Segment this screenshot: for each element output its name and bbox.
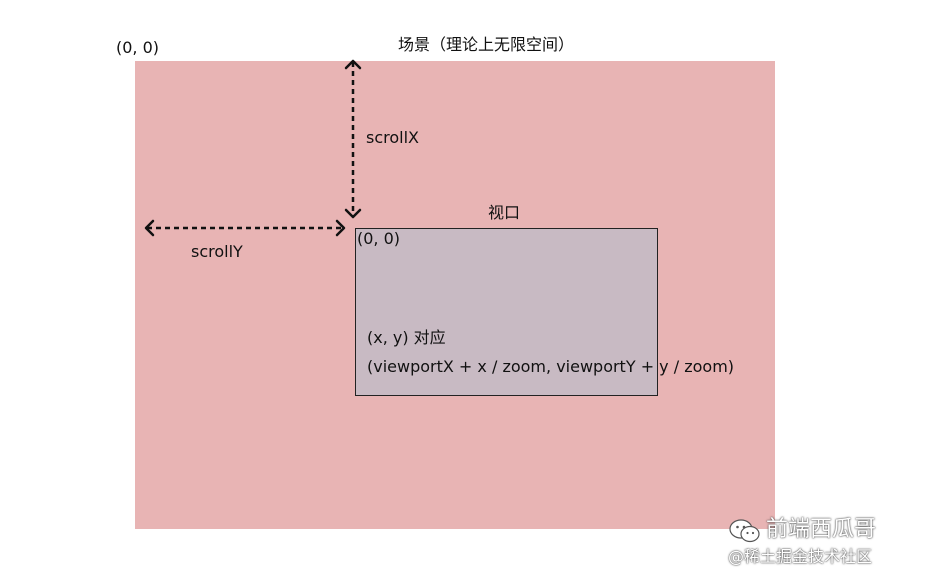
scene-title: 场景（理论上无限空间）: [398, 35, 575, 54]
wechat-icon: [729, 519, 760, 543]
scene-origin-label: (0, 0): [116, 38, 160, 57]
viewport-origin-label: (0, 0): [357, 229, 401, 248]
scroll-y-arrow-head-right: [335, 219, 346, 237]
watermark-author: 前端西瓜哥: [766, 517, 877, 542]
scroll-y-label: scrollY: [191, 242, 243, 261]
scroll-y-arrow-head-left: [144, 219, 155, 237]
scroll-x-arrow-head-bottom: [344, 208, 362, 219]
viewport-mapping-line1: (x, y) 对应: [367, 328, 446, 347]
viewport-title: 视口: [488, 203, 521, 222]
scroll-x-arrow-head-top: [344, 59, 362, 70]
scroll-x-label: scrollX: [366, 128, 419, 147]
watermark-source: @稀土掘金技术社区: [728, 547, 873, 566]
viewport-area: [355, 228, 658, 396]
viewport-mapping-line2: (viewportX + x / zoom, viewportY + y / z…: [367, 357, 735, 376]
watermark: 前端西瓜哥 @稀土掘金技术社区: [728, 516, 938, 572]
